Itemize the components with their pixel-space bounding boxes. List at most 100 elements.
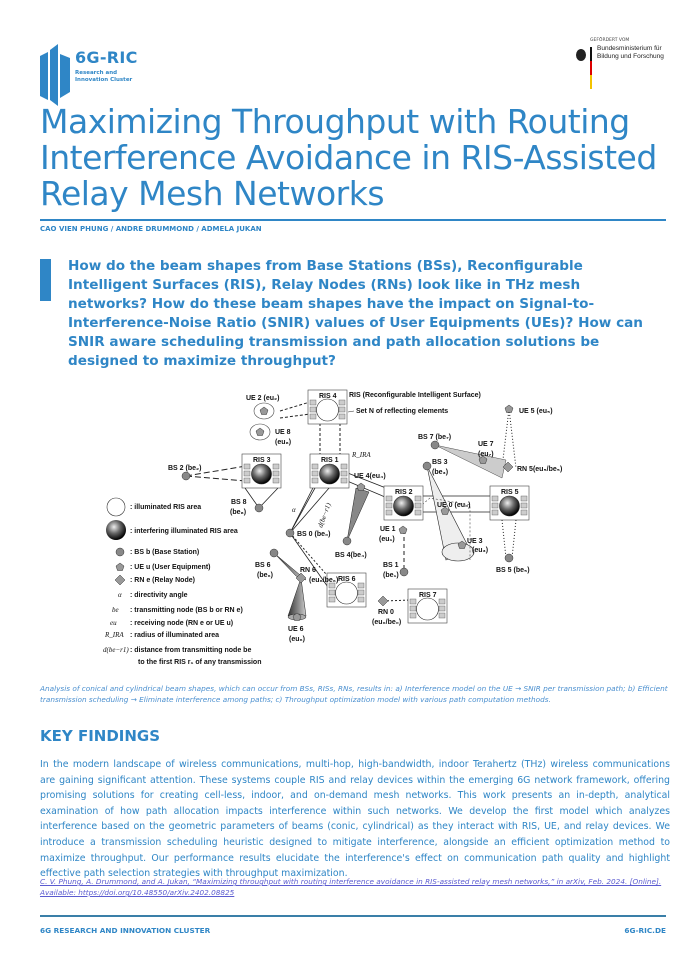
node-label: BS 8 <box>231 499 247 506</box>
legend-item: : RN e (Relay Node) <box>130 577 195 584</box>
legend-item: : illuminated RIS area <box>130 504 201 511</box>
base-station-icon <box>269 548 279 558</box>
interfering-ris-area <box>251 463 272 485</box>
node-label: RN 5(eu₅/be₅) <box>517 466 562 473</box>
relay-node-icon <box>114 574 126 586</box>
beam-line <box>289 532 341 591</box>
legend-item: : BS b (Base Station) <box>130 549 199 556</box>
beam-line <box>258 487 279 509</box>
reflecting-element <box>357 582 365 589</box>
ministry-name: Bundesministerium für Bildung und Forsch… <box>597 45 664 60</box>
node-label: BS 5 (be₅) <box>496 567 530 574</box>
beam-line <box>185 475 259 483</box>
node-label: (eu₁) <box>379 536 395 543</box>
beam-line <box>279 413 311 419</box>
reflecting-element <box>340 470 348 477</box>
reflecting-element <box>309 406 317 413</box>
node-label: (eu₆/be₆) <box>309 577 338 584</box>
legend-illuminated-icon <box>106 497 126 517</box>
node-label: BS 3 <box>432 459 448 466</box>
beam-line <box>501 408 510 469</box>
user-equipment-icon <box>457 540 467 549</box>
node-label: (be₃) <box>432 469 448 476</box>
base-station-icon <box>115 547 125 557</box>
page-title: Maximizing Throughput with Routing Inter… <box>40 102 657 213</box>
reflecting-element <box>311 470 319 477</box>
beam-line <box>289 532 331 591</box>
reflecting-element <box>414 509 422 516</box>
reflecting-element <box>520 495 528 502</box>
user-equipment-icon <box>259 406 269 415</box>
footer-website-link[interactable]: 6G-RIC.DE <box>624 926 666 935</box>
illuminated-ris-area <box>316 398 339 422</box>
beam-line <box>511 519 517 559</box>
user-equipment-icon <box>356 482 366 491</box>
reflecting-element <box>309 413 317 420</box>
base-station-icon <box>342 536 352 546</box>
node-label: UE 0 (eu₀) <box>437 502 471 509</box>
citation-link[interactable]: C. V. Phung, A. Drummond, and A. Jukan, … <box>40 877 662 897</box>
beam-line <box>185 463 259 477</box>
node-label: (eu₇) <box>478 451 494 458</box>
reflecting-element <box>340 463 348 470</box>
user-equipment-icon <box>478 455 488 464</box>
node-label: (be₈) <box>230 509 246 516</box>
reflecting-element <box>272 477 280 484</box>
node-label: (eu₃) <box>472 547 488 554</box>
reflecting-element <box>338 406 346 413</box>
node-label: UE 1 <box>380 526 396 533</box>
node-label: UE 3 <box>467 538 483 545</box>
bs3-beam-base <box>441 542 475 562</box>
reflecting-element <box>357 596 365 603</box>
reflecting-element <box>311 463 319 470</box>
relay-node-icon <box>377 595 389 607</box>
node-label: BS 2 (be₂) <box>168 465 201 472</box>
interfering-ris-area <box>499 495 520 517</box>
ris-label: RIS 4 <box>319 393 337 400</box>
reflecting-element <box>243 470 251 477</box>
reflecting-element <box>328 589 336 596</box>
reflecting-element <box>414 502 422 509</box>
reflecting-element <box>338 399 346 406</box>
ris-label: RIS 2 <box>395 489 413 496</box>
legend-symbol: be <box>112 606 119 614</box>
legend-symbol: d(be−r1) <box>103 646 129 654</box>
base-station-icon <box>430 440 440 450</box>
legend-interfering-icon <box>106 520 126 540</box>
authors: CAO VIEN PHUNG / ANDRE DRUMMOND / ADMELA… <box>40 225 262 233</box>
reflecting-element <box>385 495 393 502</box>
user-equipment-icon <box>398 525 408 534</box>
legend-item: : receiving node (RN e or UE u) <box>130 620 233 627</box>
reflecting-element <box>385 502 393 509</box>
question-accent-bar <box>40 259 51 301</box>
node-label: UE 2 (eu₂) <box>246 395 279 402</box>
interfering-ris-area <box>319 463 340 485</box>
node-label: (be₁) <box>383 572 399 579</box>
base-station-icon <box>399 567 409 577</box>
node-label: (be₆) <box>257 572 273 579</box>
ris-label: RIS 3 <box>253 457 271 464</box>
illuminated-ris-area <box>416 597 439 621</box>
interfering-ris-area <box>393 495 414 517</box>
reflecting-element <box>409 598 417 605</box>
funded-by-label: GEFÖRDERT VOM <box>590 38 630 43</box>
node-label: (eu₈) <box>275 439 291 446</box>
reflecting-element <box>438 598 446 605</box>
reflecting-element <box>491 495 499 502</box>
annotation-leader <box>347 410 355 413</box>
reflecting-element <box>328 596 336 603</box>
beam-line <box>508 408 517 469</box>
footer-divider <box>40 915 666 917</box>
node-label: UE 8 <box>275 429 291 436</box>
node-label: UE 6 <box>288 626 304 633</box>
legend-item: to the first RIS r₁ of any transmission <box>138 659 261 666</box>
ue2-area <box>253 402 275 420</box>
reflecting-element <box>340 477 348 484</box>
legend-item: : interfering illuminated RIS area <box>130 528 238 535</box>
node-label: UE 4(eu₄) <box>354 473 386 480</box>
6g-ric-logo-icon <box>40 44 70 106</box>
legend-item: : directivity angle <box>130 592 188 599</box>
node-label: BS 7 (be₇) <box>418 434 451 441</box>
ris-label: RIS 7 <box>419 592 437 599</box>
